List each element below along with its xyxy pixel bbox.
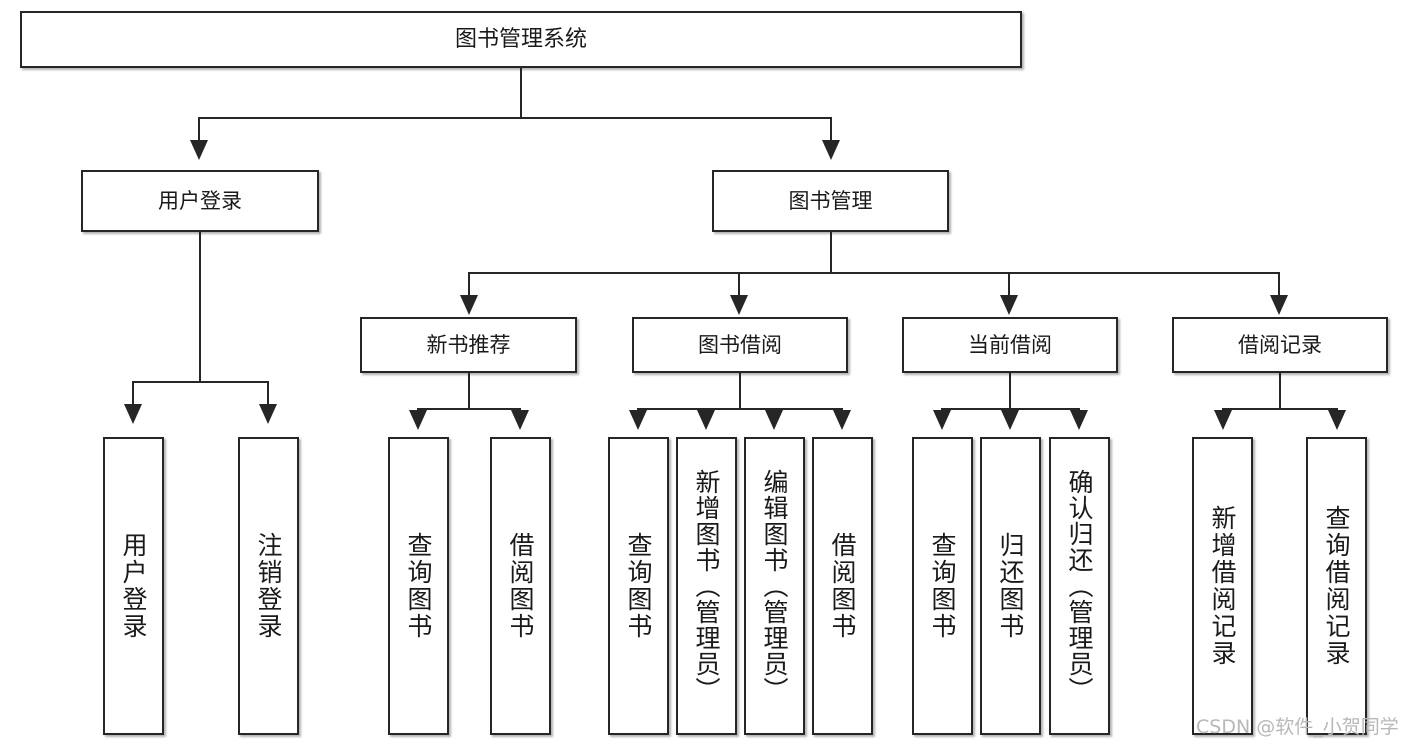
arrow-to-leaf-edit-book: [765, 410, 783, 430]
leaf-query-book-recommend[interactable]: 查询图书: [388, 437, 449, 735]
node-label: 归还图书: [996, 532, 1025, 640]
leaf-logout[interactable]: 注销登录: [238, 437, 299, 735]
arrow-to-current-borrow: [1000, 295, 1018, 315]
connector-bm-drop-3: [1008, 272, 1010, 297]
node-label: 新增借阅记录: [1208, 505, 1237, 667]
arrow-to-leaf-query-record: [1328, 410, 1346, 430]
leaf-borrow-book-recommend[interactable]: 借阅图书: [490, 437, 551, 735]
node-label: 图书管理: [788, 188, 873, 213]
node-label: 查询图书: [928, 532, 957, 640]
watermark-text: CSDN @软件_小贺同学: [1196, 716, 1399, 738]
arrow-to-leaf-return-book: [1001, 410, 1019, 430]
node-label: 注销登录: [254, 532, 283, 640]
leaf-confirm-return-admin[interactable]: 确认归还（管理员）: [1049, 437, 1110, 735]
node-book-borrow[interactable]: 图书借阅: [632, 317, 848, 373]
leaf-return-book[interactable]: 归还图书: [980, 437, 1041, 735]
leaf-query-book-borrow[interactable]: 查询图书: [608, 437, 669, 735]
connector-user-login-stem: [199, 232, 201, 382]
arrow-to-leaf-add-book: [697, 410, 715, 430]
connector-root-to-book-management: [830, 117, 832, 142]
node-label: 图书管理系统: [454, 26, 587, 52]
node-label: 查询图书: [404, 532, 433, 640]
node-book-management[interactable]: 图书管理: [712, 170, 949, 232]
node-label: 借阅图书: [828, 532, 857, 640]
leaf-add-book-admin[interactable]: 新增图书（管理员）: [676, 437, 737, 735]
connector-book-borrow-stem: [739, 373, 741, 409]
node-label: 确认归还（管理员）: [1065, 469, 1094, 703]
connector-book-management-bar: [468, 272, 1280, 274]
node-label: 用户登录: [119, 532, 148, 640]
leaf-borrow-book[interactable]: 借阅图书: [812, 437, 873, 735]
node-label: 借阅记录: [1238, 332, 1322, 357]
connector-user-login-drop-2: [267, 381, 269, 406]
connector-bm-drop-2: [738, 272, 740, 297]
arrow-to-leaf-user-login: [124, 404, 142, 424]
arrow-to-leaf-query-book-1: [409, 410, 427, 430]
connector-new-book-bar: [417, 408, 521, 410]
node-label: 用户登录: [158, 188, 242, 213]
node-label: 图书借阅: [698, 332, 782, 357]
connector-new-book-stem: [468, 373, 470, 409]
arrow-to-book-borrow: [730, 295, 748, 315]
arrow-to-leaf-logout: [259, 404, 277, 424]
leaf-query-book-current[interactable]: 查询图书: [912, 437, 973, 735]
connector-user-login-bar: [132, 381, 268, 383]
node-current-borrow[interactable]: 当前借阅: [902, 317, 1118, 373]
connector-book-management-stem: [830, 232, 832, 273]
connector-current-borrow-stem: [1009, 373, 1011, 409]
leaf-add-borrow-record[interactable]: 新增借阅记录: [1192, 437, 1253, 735]
arrow-root-to-user-login: [190, 140, 208, 160]
node-label: 新书推荐: [426, 332, 511, 357]
connector-user-login-drop-1: [132, 381, 134, 406]
arrow-to-leaf-query-book-2: [629, 410, 647, 430]
connector-borrow-record-stem: [1279, 373, 1281, 409]
node-label: 借阅图书: [506, 532, 535, 640]
connector-bm-drop-4: [1278, 272, 1280, 297]
arrow-to-leaf-query-book-3: [933, 410, 951, 430]
node-label: 当前借阅: [968, 332, 1052, 357]
node-user-login[interactable]: 用户登录: [81, 170, 319, 232]
arrow-to-leaf-confirm-return: [1070, 410, 1088, 430]
leaf-edit-book-admin[interactable]: 编辑图书（管理员）: [744, 437, 805, 735]
leaf-user-login[interactable]: 用户登录: [103, 437, 164, 735]
connector-bm-drop-1: [468, 272, 470, 297]
node-label: 编辑图书（管理员）: [760, 469, 789, 703]
node-new-book-recommend[interactable]: 新书推荐: [360, 317, 577, 373]
connector-root-bar: [198, 117, 832, 119]
leaf-query-borrow-record[interactable]: 查询借阅记录: [1306, 437, 1367, 735]
node-label: 新增图书（管理员）: [692, 469, 721, 703]
arrow-to-new-book-recommend: [460, 295, 478, 315]
connector-root-to-user-login: [198, 117, 200, 142]
node-label: 查询借阅记录: [1322, 505, 1351, 667]
arrow-to-borrow-record: [1270, 295, 1288, 315]
arrow-to-leaf-borrow-book-2: [833, 410, 851, 430]
node-root-book-management-system[interactable]: 图书管理系统: [20, 11, 1022, 68]
arrow-to-leaf-borrow-book-1: [511, 410, 529, 430]
node-label: 查询图书: [624, 532, 653, 640]
arrow-to-leaf-add-record: [1214, 410, 1232, 430]
connector-borrow-record-bar: [1222, 408, 1338, 410]
arrow-root-to-book-management: [822, 140, 840, 160]
node-borrow-record[interactable]: 借阅记录: [1172, 317, 1388, 373]
connector-book-borrow-bar: [637, 408, 843, 410]
connector-root-stem: [520, 68, 522, 118]
